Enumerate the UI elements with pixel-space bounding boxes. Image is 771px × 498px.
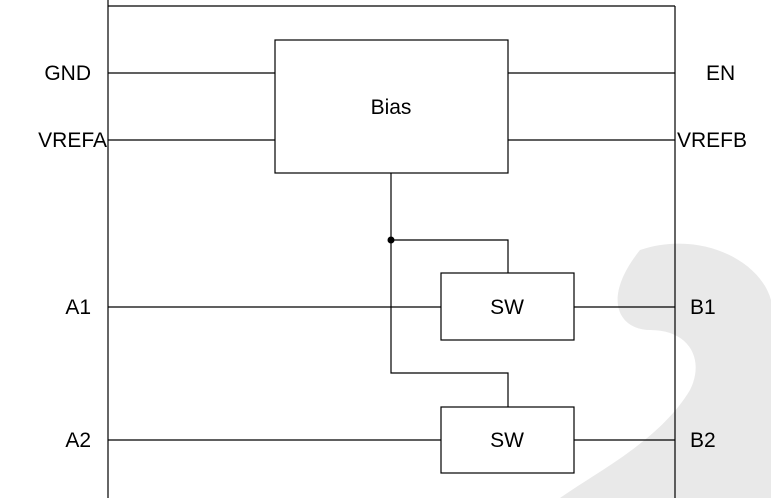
switch-1-label: SW	[490, 296, 524, 319]
switch-2-label: SW	[490, 429, 524, 452]
chip-outline	[107, 0, 676, 498]
pin-label-b1: B1	[690, 296, 716, 319]
pin-label-vrefb: VREFB	[677, 129, 747, 152]
switch-2-block: SW	[440, 406, 575, 474]
pin-label-gnd: GND	[44, 62, 91, 85]
pin-label-a1: A1	[65, 296, 91, 319]
bias-block: Bias	[274, 39, 509, 174]
switch-1-block: SW	[440, 272, 575, 341]
junction-dot	[387, 236, 395, 244]
bias-control-net	[387, 173, 509, 407]
pin-label-a2: A2	[65, 429, 91, 452]
pin-label-en: EN	[706, 62, 735, 85]
watermark-shape	[560, 243, 771, 498]
pin-label-vrefa: VREFA	[38, 129, 107, 152]
pin-label-b2: B2	[690, 429, 716, 452]
bias-label: Bias	[371, 96, 412, 119]
